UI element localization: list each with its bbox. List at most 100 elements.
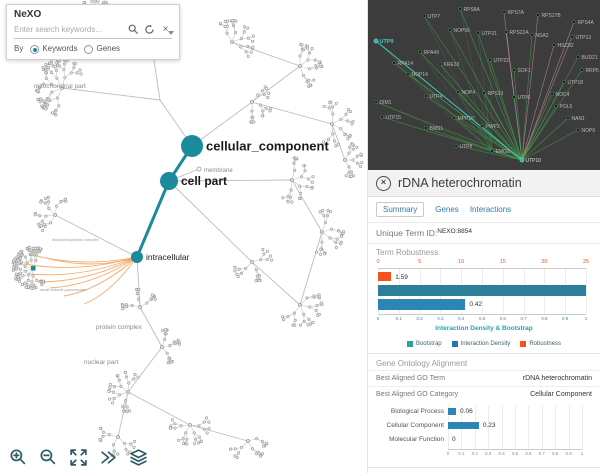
radio-keywords-circle[interactable] [30,45,40,54]
radio-genes-circle[interactable] [84,45,94,54]
zoom-out-button[interactable] [38,447,59,468]
unique-term-id: Unique Term ID: NEXO:8854 [368,223,600,244]
tree-branch [290,179,293,190]
gridline [555,406,557,449]
tree-node [251,39,255,43]
gene-label: DIM1 [380,100,392,106]
network-edge [459,8,493,152]
gene-node[interactable] [488,58,492,62]
gene-node[interactable] [572,20,576,24]
gene-node[interactable] [566,116,570,120]
gene-label: RPA49 [424,50,440,56]
go-category-label: Cellular Component [386,422,444,429]
network-edge [457,91,523,161]
gene-node[interactable] [456,90,460,94]
gene-node[interactable] [406,72,410,76]
tab-interactions[interactable]: Interactions [469,205,512,214]
highlighted-term-node[interactable] [160,172,178,190]
gene-node[interactable] [519,157,525,163]
gene-node[interactable] [482,91,486,95]
tree-node [318,252,323,256]
gene-node[interactable] [554,104,558,108]
network-edge [453,117,493,152]
tree-node [192,442,197,446]
tree-node [311,320,315,325]
tree-edge [251,101,333,125]
tree-node [205,431,209,435]
radio-keywords[interactable]: Keywords [30,44,77,54]
zoom-in-button[interactable] [8,447,29,468]
overview-button[interactable] [98,447,119,468]
tree-node [349,174,353,178]
gene-node[interactable] [392,61,396,65]
tree-branch [226,33,233,43]
gene-node[interactable] [380,115,384,119]
highlighted-term-node[interactable] [181,135,203,157]
tree-node [306,323,310,327]
tree-node [150,293,154,297]
tab-genes[interactable]: Genes [435,205,459,214]
gene-node[interactable] [502,10,506,14]
gene-node[interactable] [373,38,379,44]
gene-node[interactable] [580,68,584,72]
search-row: × [14,23,172,39]
gene-node[interactable] [536,13,540,17]
gene-node[interactable] [504,30,508,34]
expand-arrows-icon [70,449,87,466]
gene-node[interactable] [424,94,428,98]
gene-node[interactable] [530,33,534,37]
chevron-down-icon[interactable] [168,31,174,35]
gene-node[interactable] [490,149,494,153]
gene-node[interactable] [512,68,516,72]
close-icon[interactable]: × [376,175,391,191]
gene-node[interactable] [422,14,426,18]
gene-node[interactable] [550,92,554,96]
bar-value: 1.59 [395,274,408,281]
network-edge [513,96,523,161]
tree-node [107,389,111,393]
tree-node [358,164,363,168]
refresh-icon[interactable] [143,23,156,36]
tree-branch [56,78,63,89]
go-category-label: Biological Process [390,408,444,415]
search-icon[interactable] [127,23,140,36]
tree-node [309,322,313,326]
gene-label: HSC82 [558,43,574,49]
gene-node[interactable] [452,116,456,120]
gene-node[interactable] [424,126,428,130]
gene-node[interactable] [418,50,422,54]
gene-node[interactable] [448,28,452,32]
gene-node[interactable] [438,62,442,66]
gene-node[interactable] [576,128,580,132]
tree-node [13,262,17,266]
gene-node[interactable] [576,55,580,59]
go-axis-tick: 0 [446,451,450,456]
clear-icon[interactable]: × [162,23,169,35]
alignment-section-title: Gene Ontology Alignment [368,353,600,370]
gene-node[interactable] [562,80,566,84]
tree-node [260,452,264,456]
gene-node[interactable] [458,7,462,11]
gene-node[interactable] [570,35,574,39]
tree-node [326,208,330,213]
network-edge [521,21,575,161]
gene-node[interactable] [512,95,516,99]
gene-node[interactable] [454,144,458,148]
gene-label: UTP22 [494,58,510,64]
tree-node [360,160,364,165]
search-input[interactable] [14,25,124,34]
tree-node [252,120,256,124]
term-label: cellular_component [206,139,329,154]
highlighted-term-node[interactable] [131,251,143,263]
radio-genes[interactable]: Genes [84,44,120,54]
tab-summary[interactable]: Summary [376,202,425,217]
gene-node[interactable] [480,124,484,128]
gene-node[interactable] [476,31,480,35]
fit-to-screen-button[interactable] [68,447,89,468]
layers-button[interactable] [128,447,149,468]
gene-node[interactable] [374,100,378,104]
gene-node[interactable] [552,43,556,47]
